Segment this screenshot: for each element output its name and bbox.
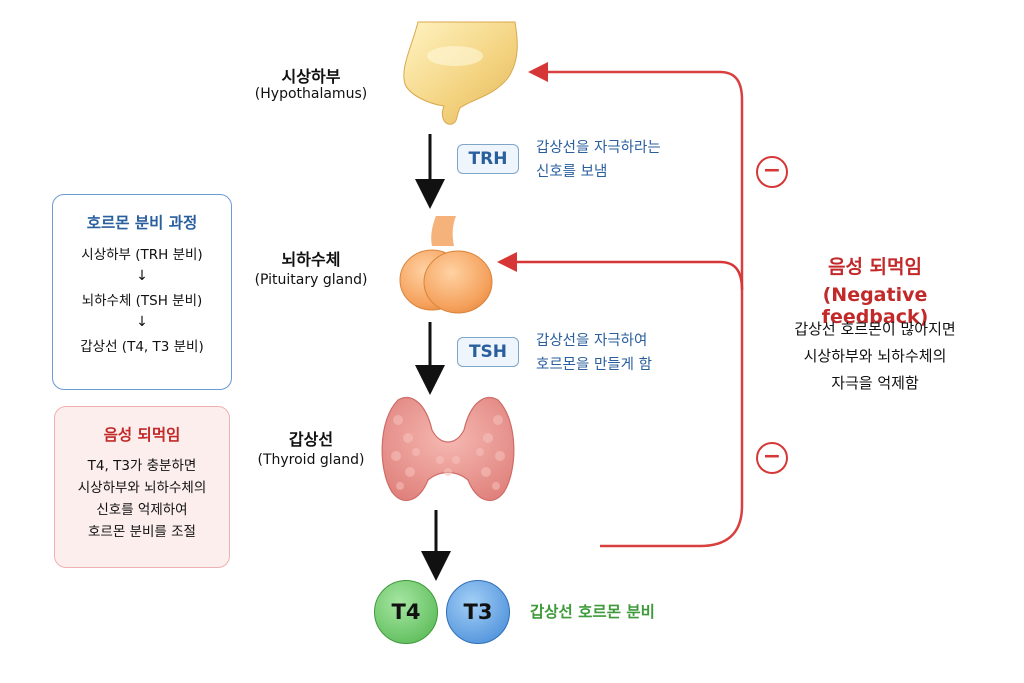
feedback-panel-line: 호르몬 분비를 조절 xyxy=(88,524,196,540)
feedback-panel-title: 음성 되먹임 xyxy=(103,426,181,444)
t3-hormone-circle: T3 xyxy=(446,580,510,644)
inhibit-minus-icon: − xyxy=(756,442,788,474)
secretion-step-hypothalamus: 시상하부 (TRH 분비) xyxy=(81,247,203,263)
hypothalamus-label: 시상하부 xyxy=(281,67,341,86)
pituitary-en-label: (Pituitary gland) xyxy=(254,272,368,288)
secretion-process-panel: 호르몬 분비 과정 시상하부 (TRH 분비) ↓ 뇌하수체 (TSH 분비) … xyxy=(52,194,232,390)
feedback-title-ko: 음성 되먹임 xyxy=(827,256,922,278)
feedback-desc-line: 시상하부와 뇌하수체의 xyxy=(803,347,947,365)
inhibit-minus-icon: − xyxy=(756,156,788,188)
feedback-arrow-head-hypothalamus xyxy=(528,62,548,82)
feedback-panel-body: T4, T3가 충분하면 시상하부와 뇌하수체의 신호를 억제하여 호르몬 분비… xyxy=(55,455,229,543)
thyroid-label: 갑상선 xyxy=(288,430,334,449)
trh-description: 갑상선을 자극하라는 신호를 보냄 xyxy=(536,136,736,184)
feedback-desc-line: 갑상선 호르몬이 많아지면 xyxy=(794,320,956,338)
trh-box: TRH xyxy=(457,144,519,174)
pituitary-illustration xyxy=(399,216,493,314)
tsh-box: TSH xyxy=(457,337,519,367)
feedback-arrow-head-pituitary xyxy=(497,252,517,272)
trh-desc-line: 신호를 보냄 xyxy=(536,164,608,180)
tsh-desc-line: 갑상선을 자극하여 xyxy=(536,333,648,349)
feedback-description: 갑상선 호르몬이 많아지면 시상하부와 뇌하수체의 자극을 억제함 xyxy=(764,316,986,397)
t4-hormone-circle: T4 xyxy=(374,580,438,644)
down-arrow-icon: ↓ xyxy=(136,314,148,330)
thyroid-illustration xyxy=(381,397,515,502)
negative-feedback-panel: 음성 되먹임 T4, T3가 충분하면 시상하부와 뇌하수체의 신호를 억제하여… xyxy=(54,406,230,568)
hypothalamus-en-label: (Hypothalamus) xyxy=(254,86,368,102)
secretion-step-thyroid: 갑상선 (T4, T3 분비) xyxy=(80,339,204,355)
down-arrow-icon: ↓ xyxy=(136,268,148,284)
secretion-panel-title: 호르몬 분비 과정 xyxy=(86,214,198,232)
feedback-panel-line: 시상하부와 뇌하수체의 xyxy=(77,480,207,496)
feedback-loop xyxy=(510,70,744,548)
hypothalamus-illustration xyxy=(403,21,518,125)
tsh-description: 갑상선을 자극하여 호르몬을 만들게 함 xyxy=(536,329,736,377)
pituitary-label: 뇌하수체 xyxy=(281,250,341,269)
feedback-title-en: (Negative feedback) xyxy=(821,284,929,328)
feedback-panel-line: 신호를 억제하여 xyxy=(96,502,188,518)
thyroid-hormone-secretion-label: 갑상선 호르몬 분비 xyxy=(530,603,655,621)
feedback-panel-line: T4, T3가 충분하면 xyxy=(87,458,197,474)
tsh-desc-line: 호르몬을 만들게 함 xyxy=(536,357,652,373)
feedback-desc-line: 자극을 억제함 xyxy=(831,374,919,392)
secretion-step-pituitary: 뇌하수체 (TSH 분비) xyxy=(81,293,203,309)
trh-desc-line: 갑상선을 자극하라는 xyxy=(536,140,661,156)
thyroid-en-label: (Thyroid gland) xyxy=(257,452,365,468)
